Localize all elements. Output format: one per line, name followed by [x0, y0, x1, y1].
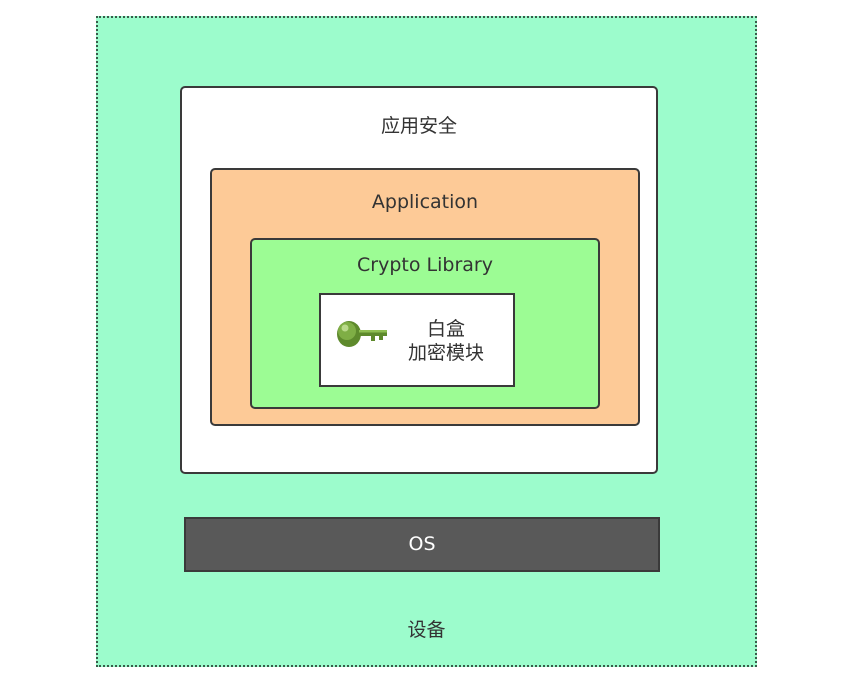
module-line2: 加密模块 — [407, 342, 484, 364]
crypto-library-label: Crypto Library — [357, 254, 493, 276]
application-label: Application — [371, 191, 479, 213]
module-line1: 白盒 — [426, 318, 465, 340]
os-box: OS — [184, 517, 660, 572]
os-label: OS — [408, 533, 436, 555]
key-icon — [337, 321, 387, 347]
whitebox-crypto-module: 白盒 加密模块 — [319, 293, 515, 387]
device-label: 设备 — [407, 619, 446, 641]
app-security-label: 应用安全 — [380, 115, 457, 137]
